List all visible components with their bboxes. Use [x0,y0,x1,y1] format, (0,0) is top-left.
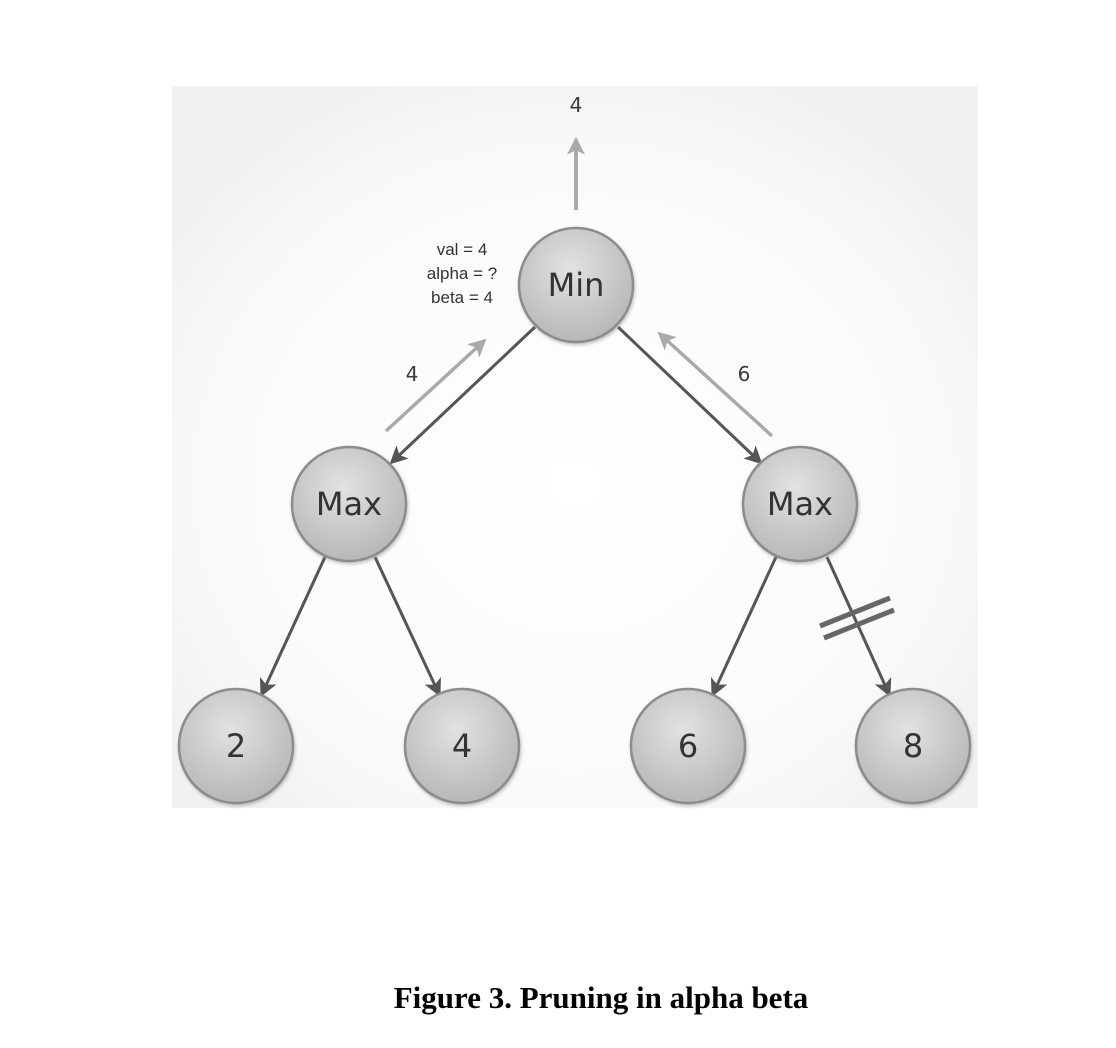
annotation-val: val = 4 [437,240,488,259]
edge-min-to-left-max [389,325,537,465]
node-max-left-label: Max [316,485,382,523]
prune-mark [819,595,895,641]
node-min-label: Min [548,266,605,304]
leaf-node-6-label: 6 [678,727,698,765]
leaf-node-4: 4 [403,687,521,805]
right-returned-value: 6 [738,362,751,386]
edge-min-to-right-max [616,325,763,465]
edge-left-max-to-leaf-2 [259,556,327,698]
leaf-node-4-label: 4 [452,727,472,765]
figure-caption: Figure 3. Pruning in alpha beta [393,980,809,1015]
leaf-node-2-label: 2 [226,727,246,765]
annotation-beta: beta = 4 [431,288,493,307]
node-max-left: Max [290,445,408,563]
root-annotation: val = 4 alpha = ? beta = 4 [427,240,497,307]
right-return-arrow [657,331,774,438]
left-return-arrow [384,338,487,433]
alpha-beta-tree-diagram: 4 4 6 val = 4 alpha = ? beta = 4 Min Max… [172,86,978,808]
edge-left-max-to-leaf-4 [373,556,441,698]
edge-right-max-to-leaf-6 [710,556,778,698]
node-min-root: Min [517,226,635,344]
annotation-alpha: alpha = ? [427,264,497,283]
node-max-right: Max [741,445,859,563]
leaf-node-6: 6 [629,687,747,805]
leaf-node-8-label: 8 [903,727,923,765]
leaf-node-8: 8 [854,687,972,805]
root-returned-value: 4 [570,93,583,117]
left-returned-value: 4 [406,362,419,386]
node-max-right-label: Max [767,485,833,523]
leaf-node-2: 2 [177,687,295,805]
